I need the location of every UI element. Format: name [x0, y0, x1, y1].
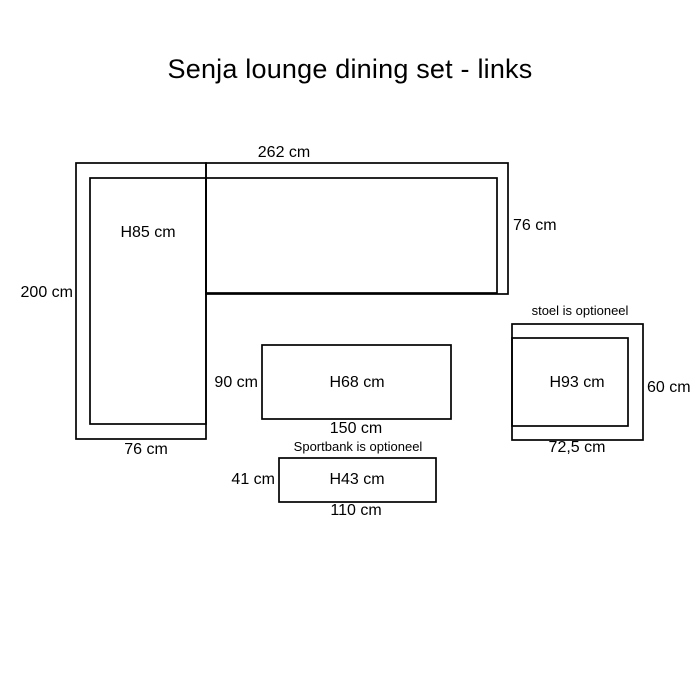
sofa-width-dimension: 262 cm — [257, 144, 311, 161]
page-title: Senja lounge dining set - links — [167, 54, 533, 84]
bench-optional-note: Sportbank is optioneel — [293, 439, 423, 454]
sofa-right-depth-dimension: 76 cm — [513, 217, 557, 234]
sofa-left-arm-outline — [75, 162, 207, 440]
sofa-left-length-dimension: 200 cm — [20, 284, 73, 301]
bench-outline — [278, 457, 437, 503]
table-depth-dimension: 90 cm — [214, 374, 258, 391]
sofa-bottom-depth-dimension: 76 cm — [124, 441, 168, 458]
chair-depth-dimension: 60 cm — [647, 379, 691, 396]
sofa-right-arm-outline — [205, 162, 509, 295]
chair-optional-note: stoel is optioneel — [531, 303, 629, 318]
bench-height-label: H43 cm — [329, 471, 385, 488]
bench-depth-dimension: 41 cm — [231, 471, 275, 488]
chair-height-label: H93 cm — [549, 374, 605, 391]
bench-width-dimension: 110 cm — [330, 502, 382, 519]
sofa-right-arm-seat — [205, 177, 498, 294]
sofa-height-label: H85 cm — [120, 224, 176, 241]
table-width-dimension: 150 cm — [329, 420, 383, 437]
table-outline — [261, 344, 452, 420]
chair-seat — [511, 337, 629, 427]
chair-width-dimension: 72,5 cm — [548, 439, 606, 456]
sofa-left-arm-seat — [89, 177, 207, 425]
table-height-label: H68 cm — [329, 374, 385, 391]
